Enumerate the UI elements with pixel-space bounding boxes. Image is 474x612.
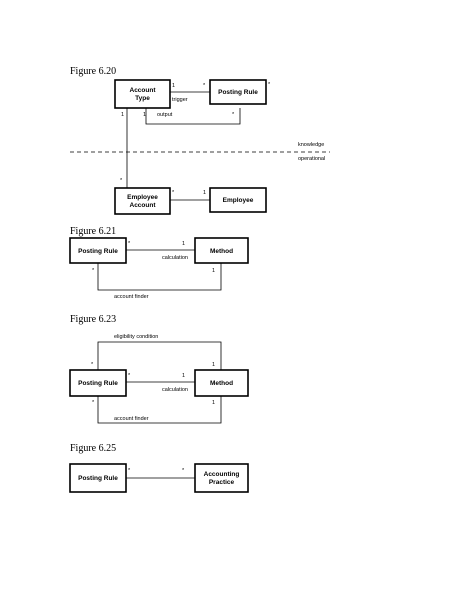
- mult-m-bottom: 1: [212, 400, 215, 406]
- mult-m-calc: 1: [182, 241, 185, 247]
- figure-6-21-title: Figure 6.21: [70, 226, 116, 237]
- mult-pr-elig: *: [91, 362, 94, 368]
- account-finder-label: account finder: [114, 416, 149, 422]
- account-finder-association: [97, 396, 222, 424]
- employee-account-class: [114, 187, 171, 215]
- accounting-practice-label-line2: Practice: [209, 479, 235, 486]
- account-type-label-line2: Type: [135, 95, 150, 102]
- figure-6-23-title: Figure 6.23: [70, 314, 116, 325]
- mult-pr-trigger: *: [203, 83, 206, 89]
- mult-ea-right: *: [172, 190, 175, 196]
- method-label: Method: [210, 248, 233, 255]
- mult-ea-top: *: [120, 178, 123, 184]
- mult-pr-bottom: *: [92, 268, 95, 274]
- eligibility-label: eligibility condition: [114, 334, 158, 340]
- account-finder-association: [97, 263, 222, 291]
- account-type-label-line1: Account: [130, 87, 157, 94]
- posting-rule-class: [69, 463, 127, 493]
- posting-rule-class: [69, 237, 127, 264]
- posting-rule-label: Posting Rule: [78, 475, 118, 482]
- mult-pr-top: *: [128, 241, 131, 247]
- mult-ap-left: *: [182, 468, 185, 474]
- accounting-practice-class: [194, 463, 249, 493]
- employee-account-label-line1: Employee: [127, 194, 158, 201]
- mult-emp-left: 1: [203, 190, 206, 196]
- mult-m-bottom: 1: [212, 268, 215, 274]
- posting-rule-label: Posting Rule: [78, 248, 118, 255]
- employee-label: Employee: [223, 197, 254, 204]
- method-class: [194, 237, 249, 264]
- method-class: [194, 369, 249, 397]
- posting-rule-class: [209, 79, 267, 105]
- account-type-class: [114, 79, 171, 109]
- employee-class: [209, 187, 267, 213]
- mult-at-out-b: 1: [143, 112, 146, 118]
- employee-account-label-line2: Account: [130, 202, 157, 209]
- mult-m-elig: 1: [212, 362, 215, 368]
- account-finder-label: account finder: [114, 294, 149, 300]
- posting-rule-class: [69, 369, 127, 397]
- posting-rule-label: Posting Rule: [78, 380, 118, 387]
- mult-pr-right: *: [268, 82, 271, 88]
- operational-label: operational: [298, 156, 325, 162]
- trigger-label: trigger: [172, 97, 188, 103]
- figure-6-20-title: Figure 6.20: [70, 66, 116, 77]
- output-label: output: [157, 112, 173, 118]
- posting-rule-label: Posting Rule: [218, 89, 258, 96]
- accounting-practice-label-line1: Accounting: [204, 471, 240, 478]
- eligibility-association: [97, 341, 222, 370]
- mult-pr-right: *: [128, 468, 131, 474]
- mult-pr-calc: *: [128, 373, 131, 379]
- calculation-label: calculation: [162, 387, 188, 393]
- mult-m-calc: 1: [182, 373, 185, 379]
- mult-at-trigger: 1: [172, 83, 175, 89]
- calculation-label: calculation: [162, 255, 188, 261]
- knowledge-label: knowledge: [298, 142, 324, 148]
- figure-6-25-title: Figure 6.25: [70, 443, 116, 454]
- mult-pr-out: *: [232, 112, 235, 118]
- mult-at-out-a: 1: [121, 112, 124, 118]
- mult-pr-bottom: *: [92, 400, 95, 406]
- method-label: Method: [210, 380, 233, 387]
- output-association: [145, 108, 241, 125]
